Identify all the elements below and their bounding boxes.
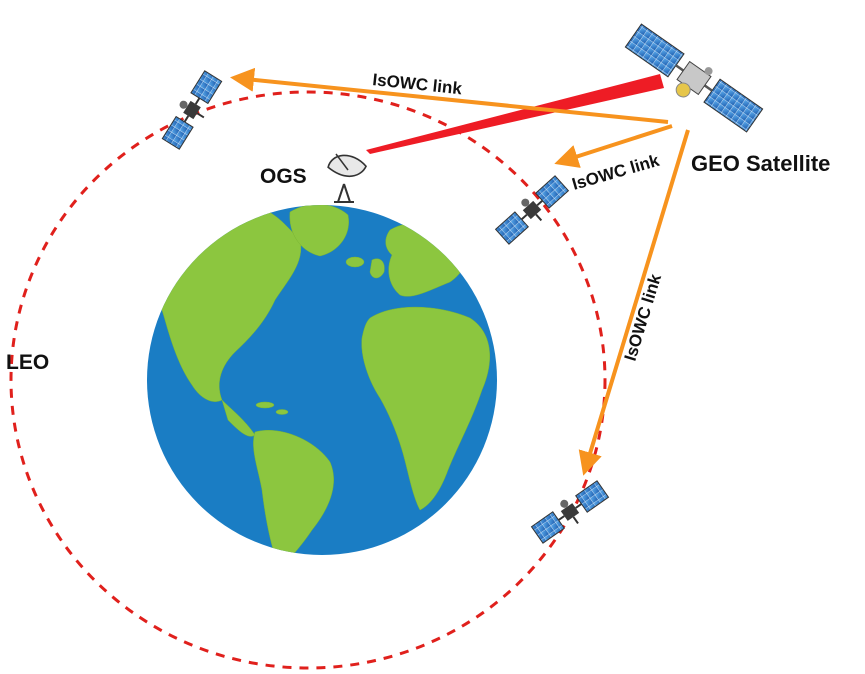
isowc-link-mid-line	[554, 124, 673, 168]
leo-label: LEO	[6, 351, 49, 374]
earth-globe-icon	[147, 205, 497, 555]
leo-satellite-icon-top	[157, 67, 227, 153]
isowc-link-diag-label: IsOWC link	[621, 271, 666, 363]
isowc-link-diag-line	[578, 129, 690, 476]
ogs-uplink-beam	[366, 74, 664, 154]
isowc-link-mid-label: IsOWC link	[570, 151, 662, 194]
leo-orbit	[9, 90, 607, 670]
geo-satellite-label: GEO Satellite	[691, 151, 830, 176]
ground-station-dish-icon	[327, 153, 367, 203]
ogs-label: OGS	[260, 165, 307, 188]
geo-satellite-icon	[624, 23, 764, 133]
isowc-link-top-line	[230, 67, 669, 124]
leo-satellite-icon-mid	[491, 171, 573, 249]
leo-satellite-icon-bottom	[528, 476, 612, 548]
